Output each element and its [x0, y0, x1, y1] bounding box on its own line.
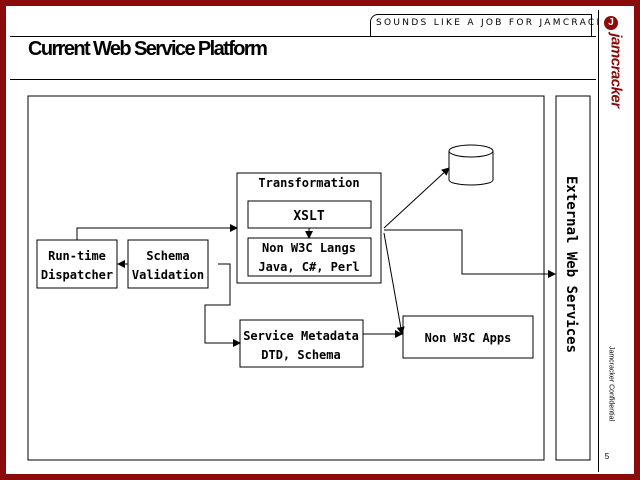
- database-icon: [448, 144, 494, 186]
- transformation-title: Transformation: [258, 176, 359, 190]
- dispatcher-box: [36, 239, 118, 289]
- apps-box: [402, 315, 534, 359]
- external-services-label: External Web Services: [563, 176, 579, 353]
- arrow-transformation-to-external: [384, 229, 556, 278]
- right-sidebar: [598, 10, 633, 472]
- metadata-label-line2: DTD, Schema: [261, 348, 340, 362]
- tagline-bar: [370, 14, 592, 38]
- arrow-transformation-to-apps: [383, 232, 405, 335]
- langs-label-line1: Non W3C Langs: [262, 241, 356, 255]
- langs-box: [247, 237, 372, 277]
- apps-label: Non W3C Apps: [425, 331, 512, 345]
- arrow-dispatcher-to-transformation: [76, 224, 238, 240]
- xslt-label: XSLT: [293, 209, 324, 224]
- metadata-box: [239, 319, 364, 368]
- arrow-validation-to-metadata: [204, 263, 241, 347]
- logo-mark-icon: J: [604, 16, 618, 30]
- title-box: [10, 36, 596, 80]
- dispatcher-label-line1: Run-time: [48, 249, 106, 263]
- external-services-box: [555, 95, 591, 461]
- validation-label-line1: Schema: [146, 249, 189, 263]
- arrow-transformation-to-database: [383, 167, 450, 229]
- langs-label-line2: Java, C#, Perl: [258, 260, 359, 274]
- page-number: 5: [604, 452, 610, 461]
- dispatcher-label-line2: Dispatcher: [41, 268, 113, 282]
- tagline: SOUNDS LIKE A JOB FOR JAMCRACKER: [376, 18, 622, 28]
- validation-label-line2: Validation: [132, 268, 204, 282]
- page-title: Current Web Service Platform: [28, 38, 268, 60]
- metadata-label-line1: Service Metadata: [243, 329, 359, 343]
